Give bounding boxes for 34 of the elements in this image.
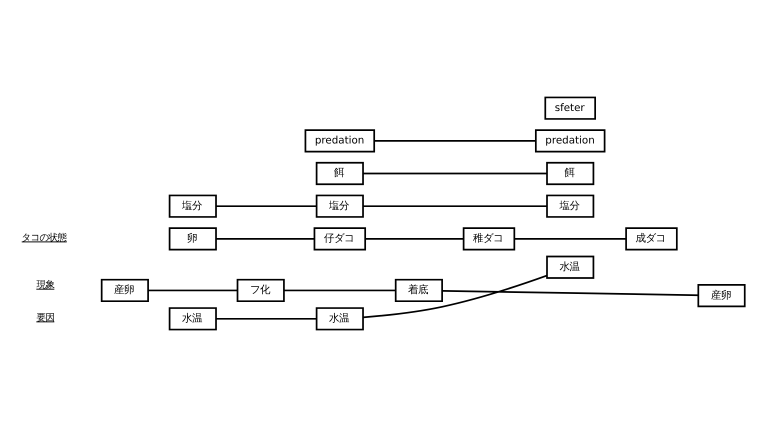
node-box: 塩分 bbox=[168, 194, 217, 218]
connector bbox=[363, 204, 547, 207]
node-box: sfeter bbox=[544, 96, 596, 120]
node-box: 産卵 bbox=[100, 278, 149, 302]
node-box: predation bbox=[304, 128, 376, 152]
connector bbox=[442, 289, 698, 296]
connector bbox=[362, 274, 548, 318]
connector bbox=[216, 317, 317, 320]
connector bbox=[363, 172, 547, 174]
node-box: 着底 bbox=[394, 278, 443, 302]
node-box: 餌 bbox=[316, 161, 364, 185]
connector bbox=[374, 140, 536, 142]
connector bbox=[514, 238, 626, 240]
node-box: 水温 bbox=[168, 306, 217, 330]
node-box: 仔ダコ bbox=[314, 226, 366, 250]
connector bbox=[148, 289, 238, 291]
label: 現象 bbox=[36, 279, 54, 290]
node-box: 水温 bbox=[546, 255, 594, 278]
node-box: 産卵 bbox=[697, 284, 746, 307]
node-box: 塩分 bbox=[546, 194, 594, 218]
connector bbox=[216, 238, 314, 240]
node-box: 稚ダコ bbox=[462, 226, 516, 250]
node-box: フ化 bbox=[236, 278, 285, 302]
connector bbox=[284, 289, 396, 291]
connector bbox=[365, 238, 464, 240]
node-box: 塩分 bbox=[316, 194, 364, 218]
node-box: 卵 bbox=[168, 226, 217, 250]
node-box: predation bbox=[534, 128, 606, 152]
node-box: 餌 bbox=[546, 161, 594, 185]
connector bbox=[216, 204, 317, 207]
label: 要因 bbox=[36, 312, 54, 323]
node-box: 成ダコ bbox=[625, 226, 678, 250]
node-box: 水温 bbox=[316, 306, 364, 330]
label: タコの状態 bbox=[22, 232, 67, 243]
